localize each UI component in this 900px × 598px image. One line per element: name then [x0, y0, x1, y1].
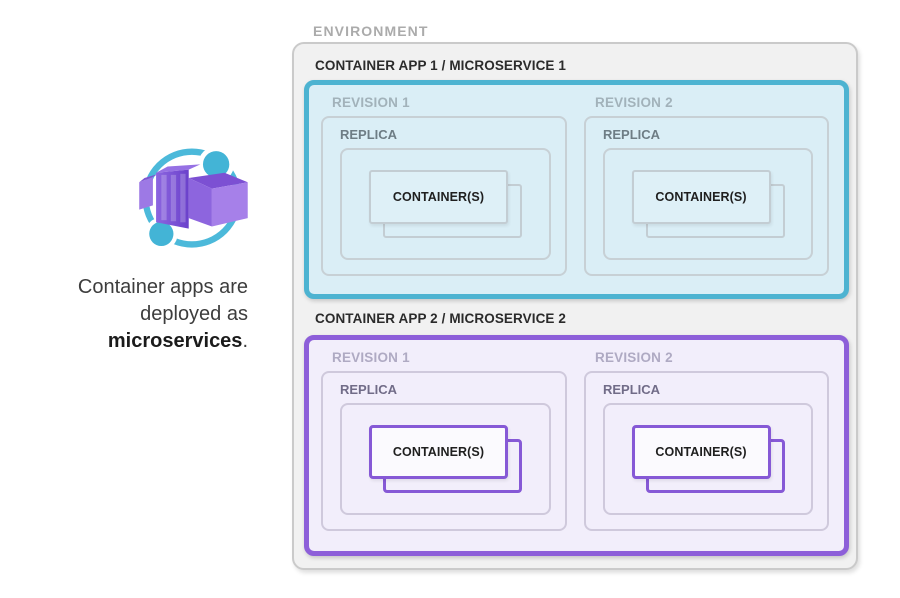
replica-inner-box: CONTAINER(S): [603, 148, 813, 260]
container-stack: CONTAINER(S): [631, 425, 785, 493]
replica-label: REPLICA: [340, 382, 398, 397]
caption-line-2: deployed as: [140, 303, 248, 325]
replica-inner-box: CONTAINER(S): [603, 403, 813, 515]
revision-label: REVISION 2: [595, 95, 673, 110]
replica-box: REPLICA CONTAINER(S): [584, 371, 829, 531]
replica-label: REPLICA: [603, 127, 661, 142]
revision-label: REVISION 1: [332, 350, 410, 365]
replica-label: REPLICA: [603, 382, 661, 397]
replica-inner-box: CONTAINER(S): [340, 403, 551, 515]
caption-line-3: microservices.: [28, 328, 248, 355]
orbit-dot-top-icon: [202, 151, 230, 178]
container-box-front: CONTAINER(S): [369, 425, 508, 479]
container-box-front: CONTAINER(S): [631, 170, 771, 224]
orbit-dot-bottom-icon: [149, 221, 174, 246]
container-box-front: CONTAINER(S): [631, 425, 771, 479]
replica-box: REPLICA CONTAINER(S): [321, 371, 567, 531]
replica-inner-box: CONTAINER(S): [340, 148, 551, 260]
replica-label: REPLICA: [340, 127, 398, 142]
revision-label: REVISION 2: [595, 350, 673, 365]
azure-container-apps-icon: [136, 138, 252, 256]
container-app-2-box: REVISION 1 REPLICA CONTAINER(S) REVISION…: [304, 335, 849, 556]
container-app-1-label: CONTAINER APP 1 / MICROSERVICE 1: [315, 58, 566, 73]
container-stack: CONTAINER(S): [631, 170, 785, 238]
replica-box: REPLICA CONTAINER(S): [321, 116, 567, 276]
container-app-2-label: CONTAINER APP 2 / MICROSERVICE 2: [315, 311, 566, 326]
container-stack: CONTAINER(S): [369, 170, 522, 238]
container-apps-icon-svg: [139, 146, 248, 251]
app2-revision-2: REVISION 2 REPLICA CONTAINER(S): [584, 350, 829, 531]
caption-line-1: Container apps are: [77, 276, 248, 298]
container-box-front: CONTAINER(S): [369, 170, 508, 224]
revision-label: REVISION 1: [332, 95, 410, 110]
replica-box: REPLICA CONTAINER(S): [584, 116, 829, 276]
environment-label: ENVIRONMENT: [313, 23, 429, 39]
environment-box: CONTAINER APP 1 / MICROSERVICE 1 REVISIO…: [292, 42, 858, 570]
caption-emphasis: microservices: [107, 330, 243, 352]
container-app-1-box: REVISION 1 REPLICA CONTAINER(S) REVISION…: [304, 80, 849, 299]
caption-text: Container apps are deployed as microserv…: [28, 274, 248, 355]
app2-revision-1: REVISION 1 REPLICA CONTAINER(S): [321, 350, 567, 531]
caption-suffix: .: [242, 330, 248, 352]
app1-revision-2: REVISION 2 REPLICA CONTAINER(S): [584, 95, 829, 276]
container-stack: CONTAINER(S): [369, 425, 522, 493]
app1-revision-1: REVISION 1 REPLICA CONTAINER(S): [321, 95, 567, 276]
